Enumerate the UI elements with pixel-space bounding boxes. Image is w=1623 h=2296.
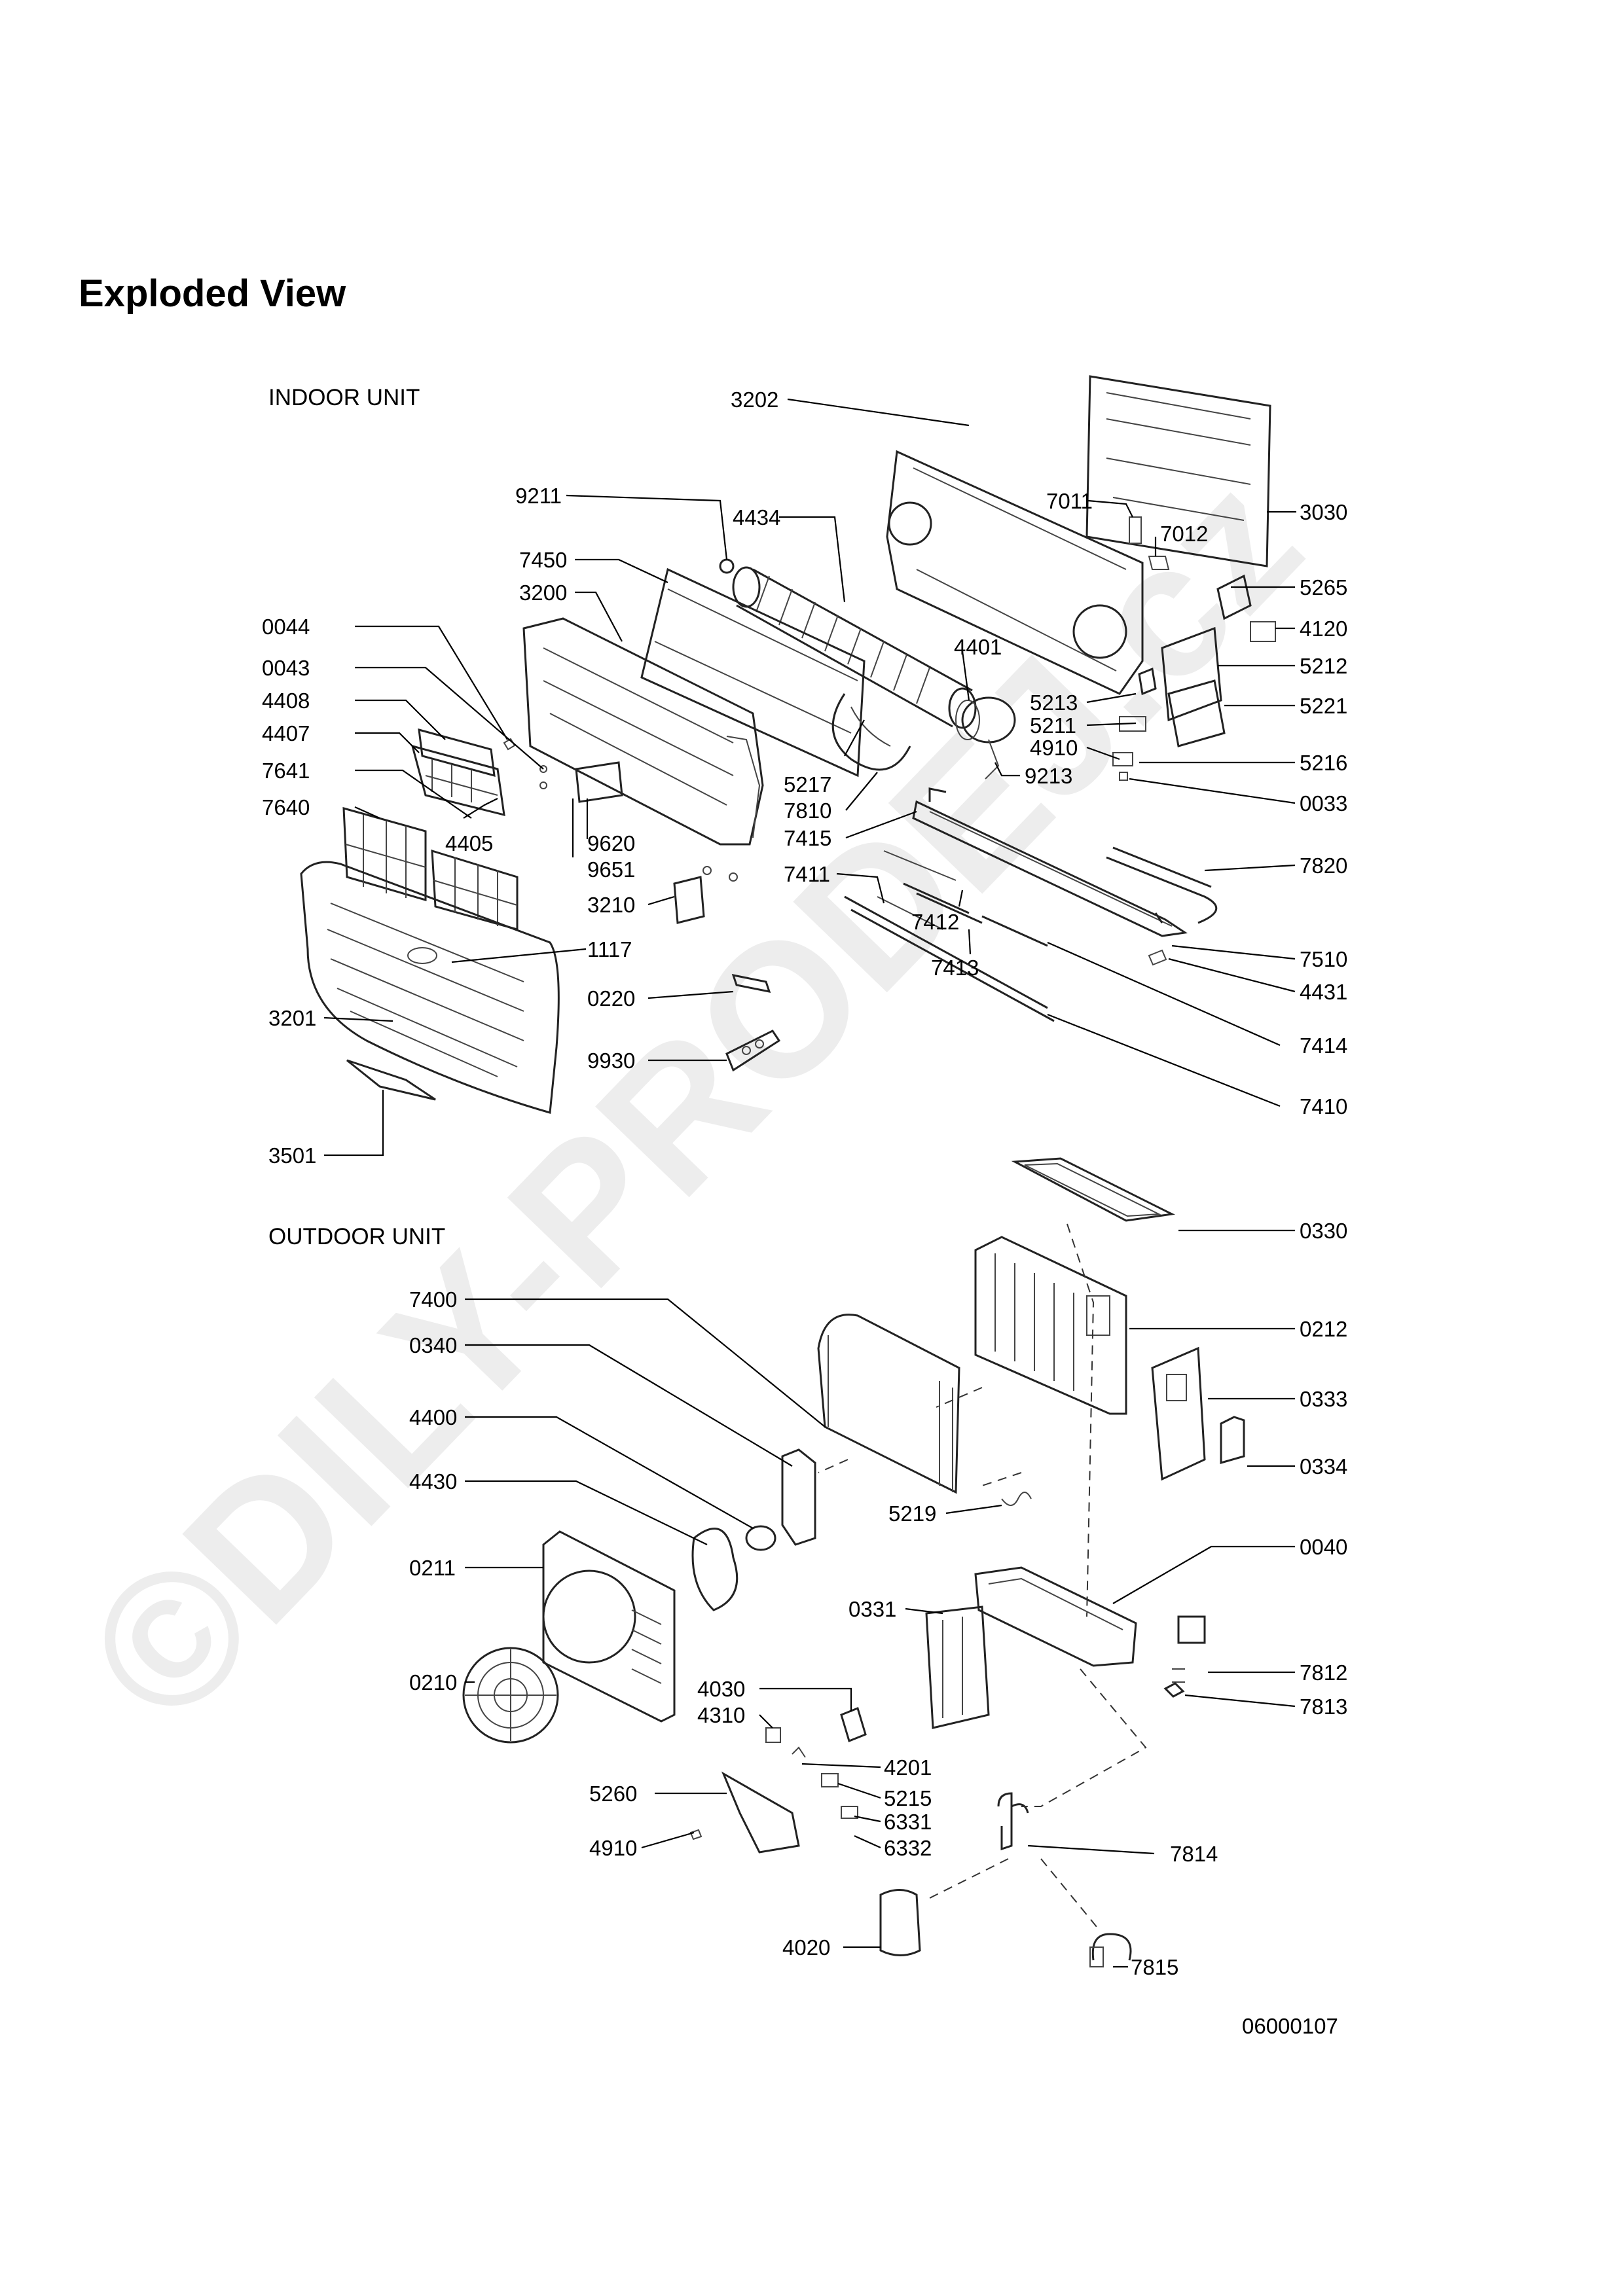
label-6332: 6332	[884, 1836, 932, 1860]
label-7410: 7410	[1300, 1094, 1347, 1119]
label-4401: 4401	[954, 635, 1002, 659]
label-4434: 4434	[733, 505, 780, 529]
label-7812: 7812	[1300, 1660, 1347, 1685]
label-9213: 9213	[1025, 764, 1072, 788]
label-7810: 7810	[784, 798, 831, 823]
label-5217: 5217	[784, 772, 831, 797]
label-0043: 0043	[262, 656, 310, 680]
label-4400: 4400	[409, 1405, 457, 1429]
label-0212: 0212	[1300, 1317, 1347, 1341]
label-7415: 7415	[784, 826, 831, 850]
label-7412: 7412	[911, 910, 959, 934]
label-4120: 4120	[1300, 617, 1347, 641]
indoor-unit-heading: INDOOR UNIT	[268, 385, 420, 410]
label-4201: 4201	[884, 1755, 932, 1780]
label-5215: 5215	[884, 1786, 932, 1810]
label-5213: 5213	[1030, 691, 1078, 715]
label-0334: 0334	[1300, 1454, 1347, 1479]
label-9651: 9651	[587, 857, 635, 882]
label-7510: 7510	[1300, 947, 1347, 971]
label-0340: 0340	[409, 1333, 457, 1357]
document-code: 06000107	[1242, 2014, 1338, 2038]
label-7640: 7640	[262, 795, 310, 819]
label-0330: 0330	[1300, 1219, 1347, 1243]
label-7400: 7400	[409, 1287, 457, 1312]
label-4408: 4408	[262, 689, 310, 713]
label-9211: 9211	[515, 484, 562, 508]
label-0331: 0331	[848, 1597, 896, 1621]
label-0220: 0220	[587, 986, 635, 1011]
label-5265: 5265	[1300, 575, 1347, 600]
label-5212: 5212	[1300, 654, 1347, 678]
indoor-part-labels: 3202 9211 7011 3030 7012 4434 7450 3200 …	[262, 387, 1347, 1168]
label-7411: 7411	[784, 862, 830, 886]
label-4405: 4405	[445, 831, 493, 855]
label-0210: 0210	[409, 1670, 457, 1695]
page-title: Exploded View	[79, 272, 346, 315]
label-5216: 5216	[1300, 751, 1347, 775]
indoor-unit-drawing	[300, 375, 1276, 1114]
label-7815: 7815	[1131, 1955, 1178, 1979]
label-4910b: 4910	[589, 1836, 637, 1860]
label-3210: 3210	[587, 893, 635, 917]
label-5219: 5219	[888, 1501, 936, 1526]
label-5211: 5211	[1030, 713, 1076, 738]
outdoor-unit-heading: OUTDOOR UNIT	[268, 1224, 446, 1249]
label-7820: 7820	[1300, 853, 1347, 878]
label-6331: 6331	[884, 1810, 932, 1834]
label-4407: 4407	[262, 721, 310, 745]
label-0333: 0333	[1300, 1387, 1347, 1411]
label-3030: 3030	[1300, 500, 1347, 524]
label-7414: 7414	[1300, 1033, 1347, 1058]
label-7012: 7012	[1160, 522, 1208, 546]
label-9930: 9930	[587, 1049, 635, 1073]
label-7814: 7814	[1170, 1842, 1218, 1866]
label-4310: 4310	[697, 1703, 745, 1727]
label-7450: 7450	[519, 548, 567, 572]
label-0211: 0211	[409, 1556, 456, 1580]
label-4030: 4030	[697, 1677, 745, 1701]
label-7813: 7813	[1300, 1695, 1347, 1719]
label-3202: 3202	[731, 387, 778, 412]
label-5221: 5221	[1300, 694, 1347, 718]
label-0040: 0040	[1300, 1535, 1347, 1559]
outdoor-unit-drawing	[462, 1157, 1245, 1967]
label-9620: 9620	[587, 831, 635, 855]
label-4430: 4430	[409, 1469, 457, 1494]
label-5260: 5260	[589, 1782, 637, 1806]
label-4910: 4910	[1030, 736, 1078, 760]
label-7413: 7413	[931, 956, 979, 980]
label-3200: 3200	[519, 581, 567, 605]
label-0033: 0033	[1300, 791, 1347, 816]
label-0044: 0044	[262, 615, 310, 639]
label-3501: 3501	[268, 1143, 316, 1168]
label-1117: 1117	[587, 937, 632, 961]
label-7011: 7011	[1046, 489, 1093, 513]
label-7641: 7641	[262, 759, 310, 783]
outdoor-part-labels: 0330 7400 0212 0340 0333 4400 0334 4430 …	[409, 1219, 1347, 1979]
label-4431: 4431	[1300, 980, 1347, 1004]
label-3201: 3201	[268, 1006, 316, 1030]
label-4020: 4020	[782, 1935, 830, 1960]
leader-lines	[323, 398, 1296, 1968]
